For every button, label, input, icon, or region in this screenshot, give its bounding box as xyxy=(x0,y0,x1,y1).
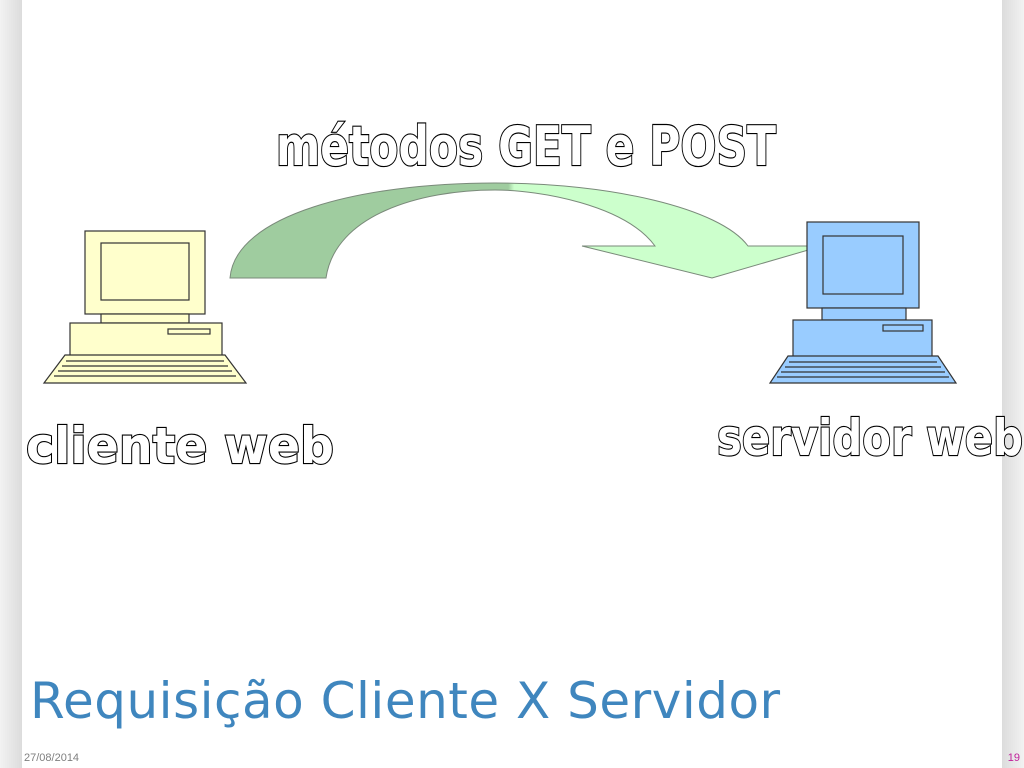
slide-right-edge xyxy=(1002,0,1024,768)
server-label: servidor web xyxy=(717,409,1023,467)
slide-page-number: 19 xyxy=(1007,752,1020,764)
client-label: cliente web xyxy=(26,417,334,475)
client-computer-icon xyxy=(42,230,248,384)
arrow-label: métodos GET e POST xyxy=(276,115,777,178)
slide-left-edge xyxy=(0,0,22,768)
slide-date: 27/08/2014 xyxy=(24,752,80,764)
slide-canvas xyxy=(22,0,1002,768)
curved-arrow xyxy=(229,182,823,279)
server-computer-icon xyxy=(768,221,958,384)
slide-title: Requisição Cliente X Servidor xyxy=(30,672,781,730)
